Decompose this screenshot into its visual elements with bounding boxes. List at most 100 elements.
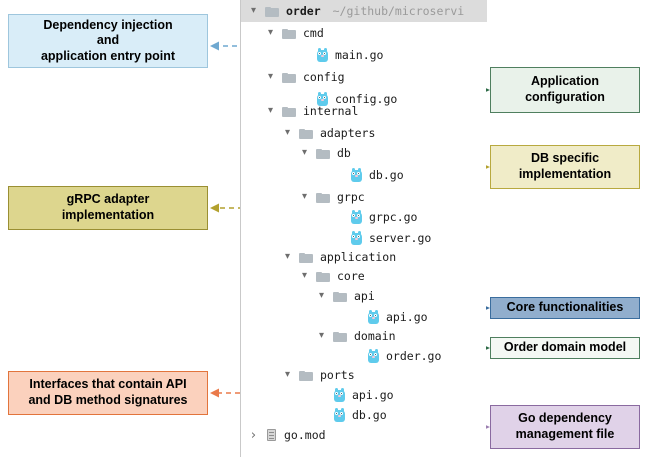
- file-tree-header: [241, 0, 487, 22]
- chevron-down-icon[interactable]: ▾: [301, 191, 308, 202]
- tree-row-grpc[interactable]: ▾ grpc: [298, 186, 365, 208]
- go-file-gopher-icon: [367, 349, 380, 363]
- tree-row-ports[interactable]: ▾ports: [281, 364, 355, 386]
- tree-row-db[interactable]: ▾ db: [298, 142, 351, 164]
- tree-row-order-go[interactable]: order.go: [349, 345, 441, 367]
- chevron-down-icon[interactable]: ▾: [267, 27, 274, 38]
- annotation-text: Interfaces that contain API and DB metho…: [28, 377, 188, 407]
- go-file-gopher-icon: [350, 231, 363, 245]
- tree-row-label: server.go: [369, 231, 432, 245]
- tree-row-label: application: [320, 250, 397, 264]
- chevron-placeholder: [332, 170, 345, 180]
- tree-row-label: cmd: [303, 26, 324, 40]
- folder-icon: [316, 271, 331, 282]
- tree-row-adapters[interactable]: ▾ adapters: [281, 122, 375, 144]
- connector-arrowhead: [210, 388, 219, 398]
- tree-row-label: grpc: [337, 190, 365, 204]
- tree-row-label: core: [337, 269, 365, 283]
- chevron-down-icon[interactable]: ▾: [267, 105, 274, 116]
- tree-row-label: db.go: [369, 168, 404, 182]
- tree-row-label: config: [303, 70, 345, 84]
- tree-row-label: db.go: [352, 408, 387, 422]
- document-file-icon: [265, 428, 278, 442]
- tree-row-api[interactable]: ▾ api: [315, 285, 375, 307]
- tree-row-api-go[interactable]: api.go: [315, 384, 394, 406]
- chevron-down-icon[interactable]: ▾: [284, 369, 291, 380]
- connector-arrowhead: [210, 41, 219, 51]
- chevron-placeholder: [349, 312, 362, 322]
- tree-row-label: go.mod: [284, 428, 326, 442]
- tree-row-config-go[interactable]: config.go: [298, 88, 397, 110]
- tree-row-api-go[interactable]: api.go: [349, 306, 428, 328]
- go-file-gopher-icon: [316, 48, 329, 62]
- tree-row-db-go[interactable]: db.go: [315, 404, 387, 426]
- file-tree-panel[interactable]: ▾ order ~/github/microservi ▾ cmd main.go…: [240, 0, 487, 457]
- application-configuration-note: Application configuration: [490, 67, 640, 113]
- chevron-down-icon[interactable]: ▾: [318, 330, 325, 341]
- chevron-down-icon[interactable]: ▾: [318, 290, 325, 301]
- chevron-placeholder: [332, 233, 345, 243]
- go-file-gopher-icon: [350, 168, 363, 182]
- chevron-down-icon[interactable]: ▾: [301, 270, 308, 281]
- grpc-adapter-implementation-note: gRPC adapter implementation: [8, 186, 208, 230]
- annotation-text: DB specific implementation: [518, 151, 612, 181]
- tree-row-server-go[interactable]: server.go: [332, 227, 431, 249]
- tree-root-path: ~/github/microservi: [332, 4, 465, 18]
- folder-icon: [316, 192, 331, 203]
- chevron-right-icon[interactable]: ›: [250, 427, 257, 443]
- connector-arrowhead: [210, 203, 219, 213]
- tree-row-application[interactable]: ▾ application: [281, 246, 396, 268]
- chevron-down-icon[interactable]: ▾: [301, 147, 308, 158]
- tree-row-label: api.go: [386, 310, 428, 324]
- folder-icon: [265, 6, 280, 17]
- tree-row-label: main.go: [335, 48, 384, 62]
- interfaces-signatures-note: Interfaces that contain API and DB metho…: [8, 371, 208, 415]
- db-specific-implementation-note: DB specific implementation: [490, 145, 640, 189]
- tree-row-db-go[interactable]: db.go: [332, 164, 404, 186]
- annotation-text: Core functionalities: [506, 300, 624, 315]
- tree-row-label: internal: [303, 104, 359, 118]
- tree-row-label: config.go: [335, 92, 398, 106]
- tree-row-order[interactable]: ▾ order ~/github/microservi: [247, 0, 464, 22]
- chevron-down-icon[interactable]: ▾: [284, 251, 291, 262]
- annotation-text: Go dependency management file: [515, 411, 615, 441]
- folder-icon: [299, 370, 314, 381]
- folder-icon: [333, 331, 348, 342]
- order-domain-model-note: Order domain model: [490, 337, 640, 359]
- go-dependency-management-note: Go dependency management file: [490, 405, 640, 449]
- go-file-gopher-icon: [316, 92, 329, 106]
- folder-icon: [299, 252, 314, 263]
- tree-row-label: order: [286, 4, 321, 18]
- annotation-text: Order domain model: [503, 340, 627, 355]
- tree-row-label: api: [354, 289, 375, 303]
- tree-row-config[interactable]: ▾ config: [264, 66, 345, 88]
- folder-icon: [282, 28, 297, 39]
- core-functionalities-note: Core functionalities: [490, 297, 640, 319]
- tree-row-domain[interactable]: ▾domain: [315, 325, 396, 347]
- chevron-down-icon[interactable]: ▾: [267, 71, 274, 82]
- annotation-text: Application configuration: [525, 74, 605, 104]
- folder-icon: [282, 106, 297, 117]
- chevron-placeholder: [315, 410, 328, 420]
- go-file-gopher-icon: [367, 310, 380, 324]
- tree-row-cmd[interactable]: ▾ cmd: [264, 22, 324, 44]
- tree-row-grpc-go[interactable]: grpc.go: [332, 206, 417, 228]
- folder-icon: [333, 291, 348, 302]
- annotation-text: Dependency injection and application ent…: [40, 17, 176, 63]
- tree-row-core[interactable]: ▾ core: [298, 265, 365, 287]
- chevron-placeholder: [349, 351, 362, 361]
- go-file-gopher-icon: [333, 408, 346, 422]
- chevron-down-icon[interactable]: ▾: [284, 127, 291, 138]
- tree-row-internal[interactable]: ▾ internal: [264, 100, 358, 122]
- tree-row-label: api.go: [352, 388, 394, 402]
- go-file-gopher-icon: [333, 388, 346, 402]
- chevron-placeholder: [332, 212, 345, 222]
- dependency-injection-note: Dependency injection and application ent…: [8, 14, 208, 68]
- tree-row-label: order.go: [386, 349, 442, 363]
- tree-row-label: db: [337, 146, 351, 160]
- chevron-down-icon[interactable]: ▾: [250, 5, 257, 16]
- tree-row-label: adapters: [320, 126, 376, 140]
- go-file-gopher-icon: [350, 210, 363, 224]
- tree-row-main-go[interactable]: main.go: [298, 44, 383, 66]
- tree-row-go-mod[interactable]: › go.mod: [247, 424, 326, 446]
